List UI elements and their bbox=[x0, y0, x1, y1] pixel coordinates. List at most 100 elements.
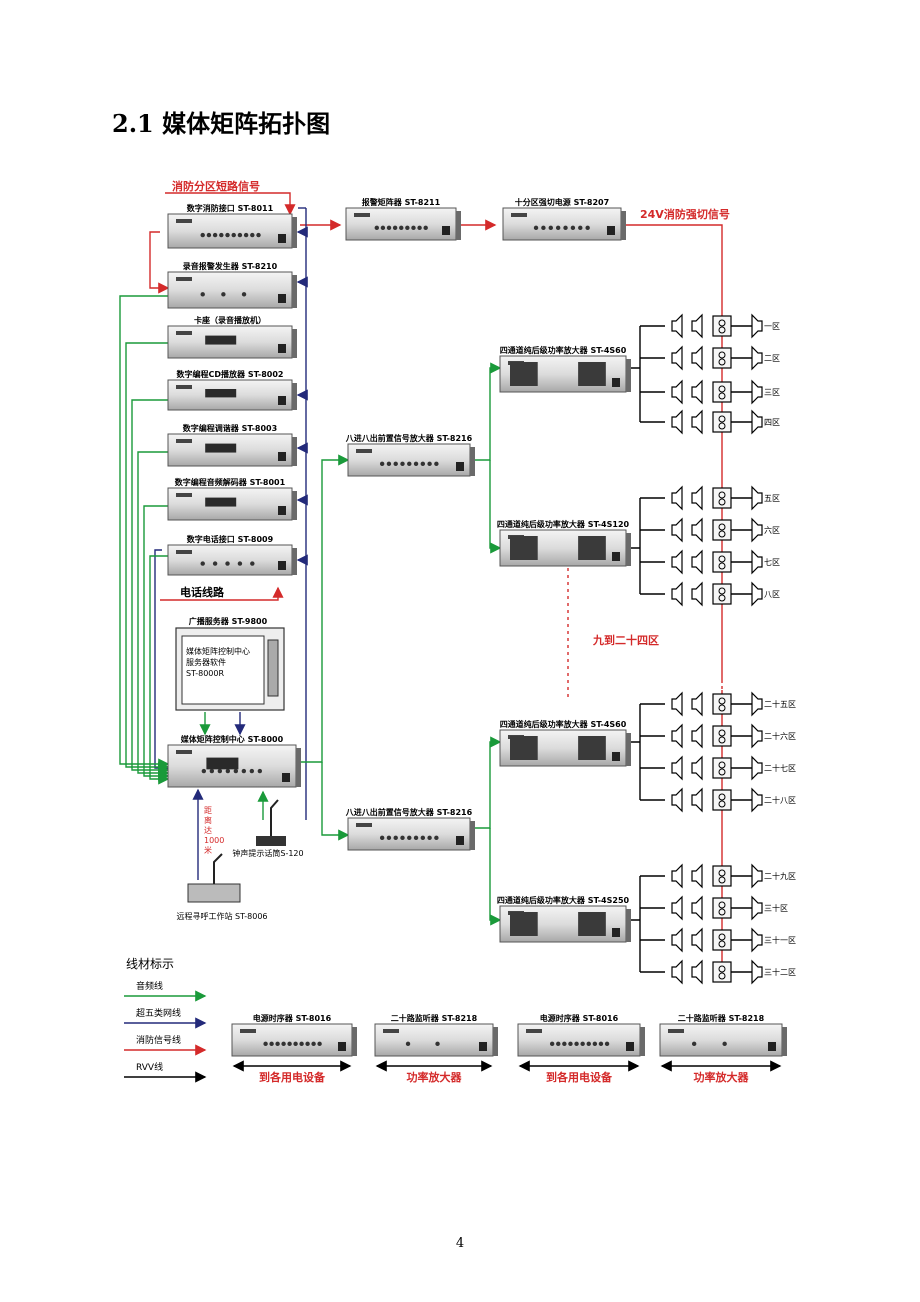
server-drive bbox=[267, 639, 279, 697]
power-supply-device-knob bbox=[585, 225, 590, 231]
zone-label: 八区 bbox=[764, 590, 780, 599]
speaker-icon bbox=[751, 379, 763, 405]
preamp-2-device bbox=[347, 817, 475, 851]
alarm-matrix-device-power-switch bbox=[442, 226, 450, 235]
amp-3-device-grille-right bbox=[578, 736, 606, 760]
server-screen-text: 媒体矩阵控制中心 bbox=[186, 646, 250, 656]
phone-interface-device-label: 数字电话接口 ST-8009 bbox=[187, 534, 274, 544]
preamp-2-device-knob bbox=[386, 835, 392, 841]
cassette-device-display bbox=[205, 335, 237, 345]
amp-output-bus bbox=[631, 498, 641, 594]
alarm-generator-device-knob bbox=[221, 292, 226, 297]
tuner-device-logo bbox=[176, 439, 192, 443]
preamp-2-device-knob bbox=[420, 835, 426, 841]
cassette-device bbox=[167, 325, 297, 359]
phone-interface-device-side bbox=[292, 548, 297, 575]
speaker-icon bbox=[671, 723, 683, 749]
decoder-device-power-switch bbox=[278, 506, 286, 515]
amp-output-bus bbox=[631, 704, 641, 800]
preamp-1-device-knob bbox=[420, 461, 426, 467]
distance-note: 1000 bbox=[204, 836, 224, 845]
tuner-device-side bbox=[292, 437, 297, 466]
alarm-generator-device bbox=[167, 271, 297, 309]
fire-relay-dot bbox=[718, 523, 726, 531]
cd-player-device bbox=[167, 379, 297, 411]
fire-relay-dot bbox=[718, 800, 726, 808]
speaker-icon bbox=[691, 959, 703, 985]
phone-to-control bbox=[154, 549, 170, 774]
speaker-icon bbox=[671, 691, 683, 717]
zone-label: 一区 bbox=[764, 322, 780, 331]
phone-interface-device-knob bbox=[250, 561, 255, 566]
alarm-matrix-device-knob bbox=[423, 225, 428, 231]
fire-relay-dot bbox=[718, 422, 726, 430]
speaker-icon bbox=[751, 581, 763, 607]
chime-mic-device bbox=[256, 799, 286, 846]
preamp-1-device-knob bbox=[400, 461, 405, 467]
control-to-preamp-2 bbox=[321, 762, 350, 841]
speaker-icon bbox=[671, 927, 683, 953]
control-center-device-knob bbox=[217, 768, 223, 774]
zone-label: 三十区 bbox=[764, 903, 788, 913]
fire-relay-dot bbox=[718, 491, 726, 499]
alarm-matrix-device-side bbox=[456, 211, 461, 240]
cassette-device-label: 卡座（录音播放机） bbox=[194, 315, 266, 325]
preamp-1-device-body bbox=[347, 443, 471, 477]
alarm-matrix-device-knob bbox=[411, 225, 416, 231]
bottom-device-knob bbox=[598, 1041, 604, 1047]
preamp-1-device-knob bbox=[413, 461, 419, 467]
fire-relay-dot bbox=[718, 793, 726, 801]
speaker-icon bbox=[751, 723, 763, 749]
bottom-device-knob bbox=[293, 1041, 298, 1047]
control-center-device-display bbox=[206, 757, 239, 770]
bottom-device-knob bbox=[281, 1041, 286, 1047]
alarm-generator-device-knob bbox=[241, 292, 247, 297]
bottom-device-logo bbox=[526, 1029, 542, 1033]
bottom-device-knob bbox=[435, 1041, 440, 1047]
speaker-icon bbox=[751, 517, 763, 543]
preamp-2-device-label: 八进八出前置信号放大器 ST-8216 bbox=[345, 807, 473, 817]
speaker-icon bbox=[691, 517, 703, 543]
cd-player-device-display bbox=[205, 389, 237, 398]
amp-3-device-side bbox=[626, 733, 631, 766]
zone-label: 五区 bbox=[764, 494, 780, 503]
speaker-icon bbox=[671, 313, 683, 339]
preamp1-to-amp1 bbox=[473, 362, 502, 461]
bottom-device-body bbox=[374, 1023, 494, 1057]
zone-label: 二十九区 bbox=[764, 871, 796, 881]
bottom-device-label: 电源时序器 ST-8016 bbox=[253, 1013, 332, 1023]
control-center-device-knob bbox=[249, 768, 255, 774]
alarm-matrix-device-knob bbox=[399, 225, 404, 231]
speaker-icon bbox=[691, 863, 703, 889]
fire-relay-dot bbox=[718, 869, 726, 877]
phone-interface-device-knob bbox=[225, 561, 230, 566]
bottom-device-knob bbox=[405, 1041, 411, 1047]
preamp-2-device-knob bbox=[427, 835, 432, 841]
speaker-icon bbox=[691, 581, 703, 607]
preamp-2-device-side bbox=[470, 821, 475, 850]
distance-note: 距 bbox=[204, 806, 212, 815]
fire-short-wire bbox=[165, 192, 296, 216]
server-screen-text: ST-8000R bbox=[186, 669, 224, 678]
cassette-device-side bbox=[292, 329, 297, 358]
zone-label: 二区 bbox=[764, 354, 780, 363]
bottom-device-knob bbox=[562, 1041, 567, 1047]
power-supply-device-side bbox=[621, 211, 626, 240]
amp-4-device-label: 四通道纯后级功率放大器 ST-4S250 bbox=[497, 895, 630, 905]
preamp-2-device-knob bbox=[434, 835, 439, 841]
server-label: 广播服务器 ST-9800 bbox=[189, 616, 268, 626]
control-center-device-knob bbox=[209, 768, 215, 774]
fire-interface-device-logo bbox=[176, 219, 192, 223]
preamp-1-device-knob bbox=[379, 461, 385, 467]
remote-station-label: 远程寻呼工作站 ST-8006 bbox=[176, 911, 267, 921]
preamp-1-device-logo bbox=[356, 449, 372, 453]
fire-relay-dot bbox=[718, 761, 726, 769]
cd-player-device-label: 数字编程CD播放器 ST-8002 bbox=[177, 369, 284, 379]
amp-3-device bbox=[499, 729, 631, 767]
speaker-icon bbox=[691, 345, 703, 371]
fire-interface-device-knob bbox=[231, 232, 236, 238]
power-supply-device bbox=[502, 207, 626, 241]
bottom-device-side bbox=[493, 1027, 498, 1056]
zone-label: 六区 bbox=[764, 525, 780, 535]
